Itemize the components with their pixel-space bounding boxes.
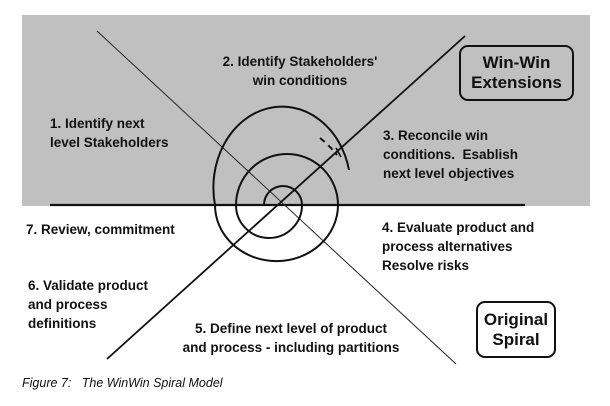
step-1-label: 1. Identify next level Stakeholders xyxy=(50,116,169,150)
step-6-label: 6. Validate product and process definiti… xyxy=(28,278,149,331)
original-spiral-line2: Spiral xyxy=(492,329,540,349)
step-4-label: 4. Evaluate product and process alternat… xyxy=(382,220,535,273)
step-3-label: 3. Reconcile win conditions. Esablish ne… xyxy=(383,128,519,181)
original-spiral-line1: Original xyxy=(483,309,549,329)
winwin-extensions-line1: Win-Win xyxy=(482,53,551,72)
step-2-label: 2. Identify Stakeholders' win conditions xyxy=(222,54,378,88)
winwin-extensions-line2: Extensions xyxy=(471,73,562,92)
step-7-label: 7. Review, commitment xyxy=(26,222,175,237)
thick-diagonal-line xyxy=(106,35,466,360)
step-5-label: 5. Define next level of product and proc… xyxy=(182,321,400,355)
original-spiral-box: Original Spiral xyxy=(476,301,556,358)
spiral-dashed-extension xyxy=(319,137,338,156)
thin-diagonal-line xyxy=(96,30,457,365)
spiral-curve xyxy=(212,105,350,263)
figure-caption: Figure 7: The WinWin Spiral Model xyxy=(22,376,223,390)
spiral-end-tick xyxy=(335,147,342,158)
winwin-extensions-box: Win-Win Extensions xyxy=(459,45,574,101)
